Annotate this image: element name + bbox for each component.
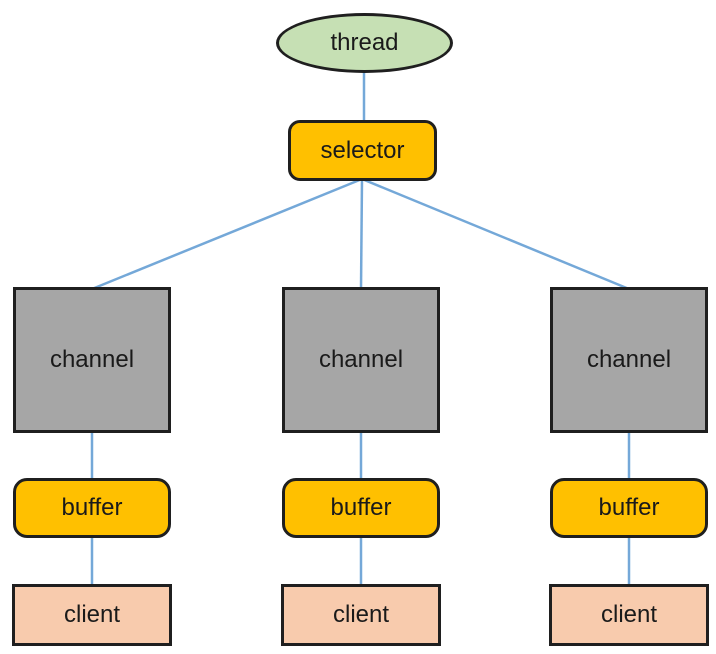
client-label: client	[600, 601, 658, 628]
selector-node: selector	[288, 120, 437, 181]
selector-label: selector	[320, 136, 405, 164]
buffer-node-2: buffer	[550, 478, 708, 538]
client-node-2: client	[549, 584, 709, 646]
channel-node-2: channel	[550, 287, 708, 433]
buffer-node-1: buffer	[282, 478, 440, 538]
channel-label: channel	[586, 346, 672, 373]
client-label: client	[332, 601, 390, 628]
client-node-1: client	[281, 584, 441, 646]
channel-label: channel	[49, 346, 135, 373]
connector-selector-channel-1	[359, 178, 364, 290]
buffer-label: buffer	[61, 494, 123, 521]
client-label: client	[63, 601, 121, 628]
thread-node: thread	[276, 13, 453, 73]
connector-selector-channel-0	[91, 177, 363, 291]
connector-selector-channel-2	[361, 177, 630, 291]
buffer-node-0: buffer	[13, 478, 171, 538]
channel-node-1: channel	[282, 287, 440, 433]
channel-node-0: channel	[13, 287, 171, 433]
channel-label: channel	[318, 346, 404, 373]
buffer-label: buffer	[330, 494, 392, 521]
thread-label: thread	[330, 29, 399, 56]
client-node-0: client	[12, 584, 172, 646]
buffer-label: buffer	[598, 494, 660, 521]
